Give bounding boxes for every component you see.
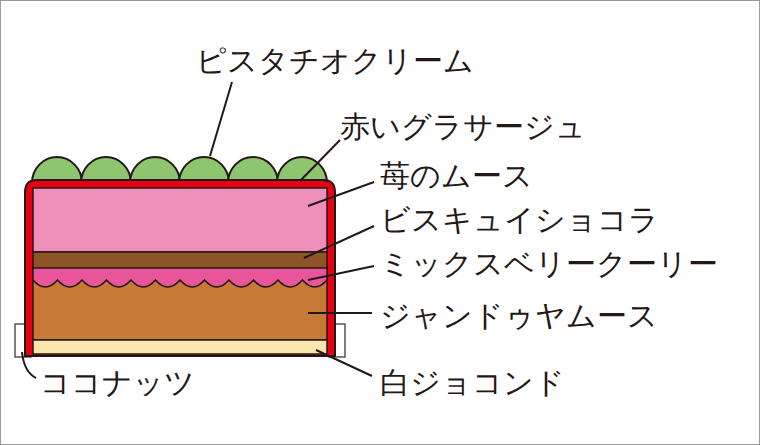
- gianduja-mousse: [33, 268, 327, 340]
- leader-line: [308, 266, 374, 280]
- part-label: ピスタチオクリーム: [196, 44, 474, 77]
- part-label: ココナッツ: [40, 366, 195, 399]
- part-label: 白ジョコンド: [380, 366, 565, 399]
- strawberry-mousse: [33, 188, 327, 252]
- part-label: ミックスベリークーリー: [380, 247, 718, 280]
- leader-line: [304, 226, 374, 258]
- red-glaze: [25, 180, 335, 356]
- leader-line: [210, 82, 232, 156]
- leader-line: [300, 140, 340, 181]
- leader-line: [308, 312, 372, 314]
- leader-lines: [22, 82, 374, 378]
- part-label: 赤いグラサージュ: [340, 110, 586, 143]
- part-label: 苺のムース: [380, 159, 533, 192]
- leader-line: [308, 182, 374, 206]
- part-label: ビスキュイショコラ: [380, 203, 659, 236]
- biscuit-layer: [33, 252, 327, 268]
- berry-coulis: [33, 267, 327, 287]
- joconde-layer: [33, 340, 327, 354]
- leader-line: [22, 352, 36, 378]
- part-label: ジャンドゥヤムース: [380, 299, 658, 332]
- leader-line: [316, 350, 372, 376]
